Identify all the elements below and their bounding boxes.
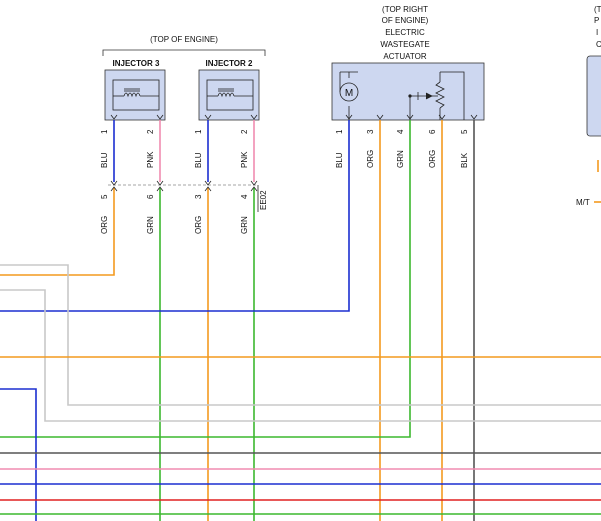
injector2-title: INJECTOR 2 <box>206 59 254 68</box>
injector3-title: INJECTOR 3 <box>113 59 161 68</box>
wire-bus-blu <box>0 388 37 521</box>
inj2-pin1-num: 1 <box>194 129 203 134</box>
inj3-pin1-color: BLU <box>100 152 109 168</box>
harness-pin4-color: GRN <box>240 216 249 234</box>
inj3-pin1-num: 1 <box>100 129 109 134</box>
wire-actuator4-grn <box>0 120 411 438</box>
actuator-header-line2: OF ENGINE) <box>382 16 429 25</box>
inj2-pin1-color: BLU <box>194 152 203 168</box>
right-partial-line4: C <box>596 40 601 49</box>
connector-ee02-id: EE02 <box>259 190 268 210</box>
wire-actuator1-blu <box>0 120 350 312</box>
right-partial-line1: (T <box>594 5 601 14</box>
inj3-pin2-color: PNK <box>146 151 155 168</box>
inj3-pin2-num: 2 <box>146 129 155 134</box>
actuator-pin3-color: ORG <box>366 150 375 168</box>
harness-pin4-num: 4 <box>240 194 249 199</box>
harness-pin3-num: 3 <box>194 194 203 199</box>
injector3-coil-icon <box>112 79 160 111</box>
actuator-pin4-num: 4 <box>396 129 405 134</box>
harness-pin5-num: 5 <box>100 194 109 199</box>
harness-pin5-color: ORG <box>100 216 109 234</box>
actuator-pin6-color: ORG <box>428 150 437 168</box>
motor-symbol: M <box>345 88 353 99</box>
actuator-pin6-num: 6 <box>428 129 437 134</box>
injector3-box[interactable] <box>104 69 166 121</box>
top-of-engine-bracket <box>102 49 266 56</box>
right-partial-mt: M/T <box>576 198 590 207</box>
harness-pin6-num: 6 <box>146 194 155 199</box>
potentiometer-icon <box>408 71 465 120</box>
actuator-pin5-num: 5 <box>460 129 469 134</box>
actuator-pin4-color: GRN <box>396 150 405 168</box>
actuator-pin3-num: 3 <box>366 129 375 134</box>
actuator-pin1-num: 1 <box>335 129 344 134</box>
actuator-header-line4: WASTEGATE <box>380 40 429 49</box>
actuator-pin1-color: BLU <box>335 152 344 168</box>
actuator-header-line5: ACTUATOR <box>383 52 426 61</box>
actuator-header-line3: ELECTRIC <box>385 28 425 37</box>
harness-pin3-color: ORG <box>194 216 203 234</box>
wires <box>0 120 601 521</box>
right-partial-line3: I <box>596 28 598 37</box>
injector2-coil-icon <box>206 79 254 111</box>
inj2-pin2-color: PNK <box>240 151 249 168</box>
motor-icon: M <box>339 71 359 120</box>
right-partial-box <box>586 55 601 137</box>
actuator-header-line1: (TOP RIGHT <box>382 5 428 14</box>
right-partial-line2: P <box>594 16 599 25</box>
inj2-pin2-num: 2 <box>240 129 249 134</box>
harness-pin6-color: GRN <box>146 216 155 234</box>
pin-arrows <box>110 114 478 192</box>
injector2-box[interactable] <box>198 69 260 121</box>
top-of-engine-label: (TOP OF ENGINE) <box>150 35 218 44</box>
actuator-pin5-color: BLK <box>460 152 469 168</box>
wire-harness5-org <box>0 188 115 276</box>
wire-grey-b <box>0 289 601 422</box>
wire-grey-a <box>0 264 601 406</box>
